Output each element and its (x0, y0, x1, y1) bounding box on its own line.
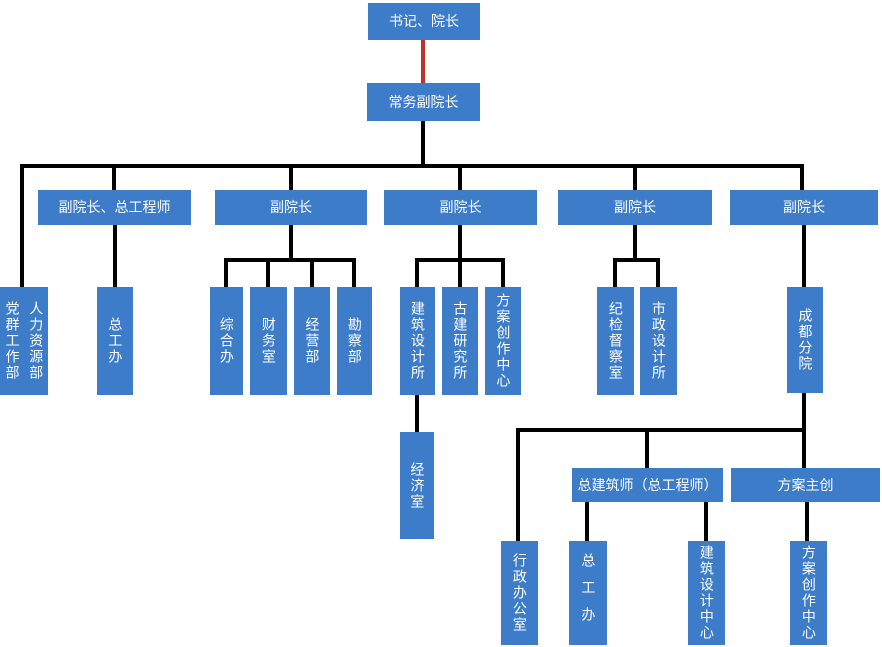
node-branch-scheme-creation-center: 方案创作中心 (790, 541, 827, 645)
node-chief-architect: 总建筑师（总工程师） (572, 468, 723, 502)
connector-line (415, 258, 505, 262)
node-vice-dean-5: 副院长 (730, 190, 878, 225)
node-vice-dean-3: 副院长 (384, 190, 537, 225)
connector-line (613, 262, 617, 287)
connector-line (224, 258, 356, 262)
connector-line (802, 432, 806, 468)
connector-line (113, 225, 117, 287)
connector-line (415, 262, 419, 287)
node-hr-dept-label: 人力资源部 (28, 301, 45, 381)
node-vice-dean-4: 副院长 (558, 190, 712, 225)
node-finance-room: 财务室 (250, 287, 287, 395)
node-party-mass-and-hr-dept: 党群工作部 人力资源部 (0, 287, 48, 395)
connector-line (421, 121, 425, 164)
connector-line (501, 262, 505, 287)
node-ancient-architecture-research-institute: 古建研究所 (442, 287, 478, 395)
connector-line (633, 168, 637, 190)
connector-line (458, 168, 462, 190)
connector-line (633, 225, 637, 258)
connector-line (645, 432, 649, 468)
node-architectural-design-center: 建筑设计中心 (688, 541, 725, 645)
connector-line (20, 168, 24, 287)
connector-line (415, 395, 419, 432)
connector-line (352, 262, 356, 287)
connector-line (516, 432, 520, 541)
connector-line (458, 262, 462, 287)
node-architectural-design-institute: 建筑设计所 (400, 287, 435, 395)
node-scheme-creation-center: 方案创作中心 (485, 287, 521, 395)
connector-line-red (421, 40, 425, 83)
connector-line (224, 262, 228, 287)
connector-line (458, 225, 462, 258)
node-party-mass-work-dept-label: 党群工作部 (4, 301, 21, 381)
node-scheme-lead: 方案主创 (731, 468, 880, 502)
connector-line (704, 502, 708, 541)
connector-line (289, 225, 293, 258)
connector-line (800, 168, 804, 190)
node-vice-dean-2: 副院长 (215, 190, 367, 225)
node-municipal-design-institute: 市政设计所 (640, 287, 677, 395)
node-survey-dept: 勘察部 (337, 287, 372, 395)
connector-line (289, 168, 293, 190)
node-vice-dean-chief-engineer: 副院长、总工程师 (38, 190, 191, 225)
node-branch-chief-engineer-office: 总工办 (569, 541, 607, 645)
node-chengdu-branch: 成都分院 (787, 287, 823, 393)
connector-line (805, 502, 809, 541)
node-general-office: 综合办 (210, 287, 243, 395)
node-secretary-dean: 书记、院长 (368, 3, 480, 40)
connector-line (585, 502, 589, 541)
node-discipline-inspection-room: 纪检督察室 (597, 287, 634, 395)
node-economy-room: 经济室 (400, 432, 434, 539)
connector-line (516, 428, 806, 432)
node-executive-vice-dean: 常务副院长 (367, 83, 480, 121)
node-operations-dept: 经营部 (294, 287, 330, 395)
connector-line (802, 225, 806, 287)
connector-line (613, 258, 660, 262)
connector-line (656, 262, 660, 287)
connector-line (112, 168, 116, 190)
connector-line (802, 393, 806, 428)
connector-line (266, 262, 270, 287)
connector-line (20, 164, 804, 168)
connector-line (310, 262, 314, 287)
node-chief-engineer-office: 总工办 (97, 287, 133, 395)
node-admin-office: 行政办公室 (501, 541, 538, 645)
